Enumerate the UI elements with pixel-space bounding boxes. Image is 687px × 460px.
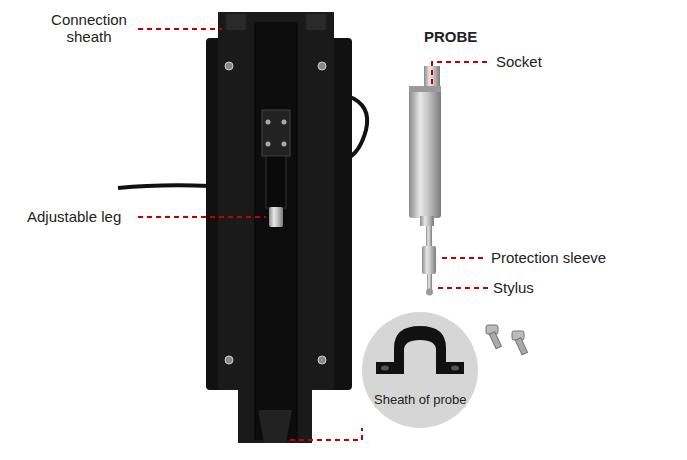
sheath-picture — [362, 312, 478, 428]
part-label: Stylus — [493, 279, 573, 296]
part-label: PROBE — [424, 28, 504, 45]
part-label: Adjustable leg — [27, 208, 135, 225]
part-label: Connection sheath — [46, 11, 132, 45]
part-label: Protection sleeve — [491, 249, 641, 266]
inset-circle: Sheath of probe — [362, 312, 478, 428]
inset-caption: Sheath of probe — [374, 392, 467, 407]
part-label: Socket — [496, 53, 576, 70]
